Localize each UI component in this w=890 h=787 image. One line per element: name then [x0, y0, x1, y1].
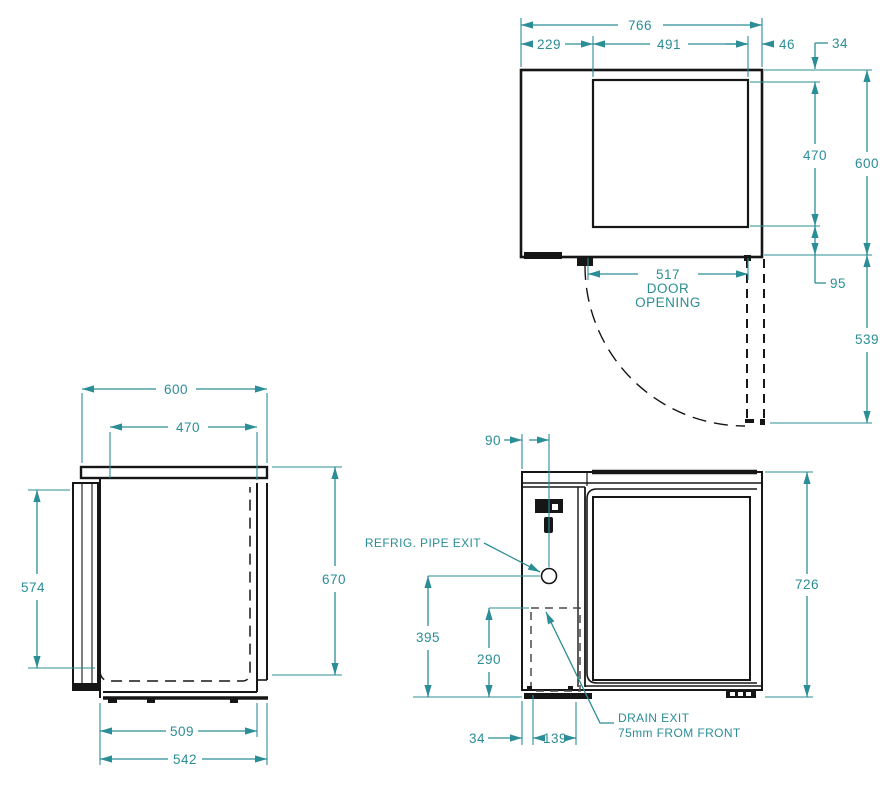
plan-cabinet-outline: [519, 68, 764, 259]
side-dim-670-label: 670: [322, 572, 346, 587]
plan-dim-470-label: 470: [803, 148, 827, 163]
side-dim-600-label: 600: [164, 382, 188, 397]
plan-dim-34-label: 34: [832, 36, 848, 51]
side-dim-overall-depth: 542: [100, 752, 267, 767]
plan-door-opening-word1: DOOR: [647, 281, 690, 296]
front-dim-395-label: 395: [416, 630, 440, 645]
plan-dim-right-section: 46: [726, 37, 795, 52]
plan-door-opening-word2: OPENING: [635, 295, 701, 310]
plan-dim-top-inset: 34: [811, 36, 848, 69]
side-door: [72, 482, 99, 691]
plan-dim-door-opening: 517 DOOR OPENING: [588, 267, 748, 310]
side-foot-3: [230, 699, 238, 703]
side-extension-lines: [28, 393, 342, 765]
plan-dim-interior-depth: 470: [803, 82, 827, 226]
front-door-panel: [592, 496, 751, 681]
plan-dim-600-label: 600: [855, 156, 879, 171]
front-drain-label-line2: 75mm FROM FRONT: [618, 726, 741, 740]
front-dim-90-label: 90: [485, 433, 501, 448]
side-dim-door-height: 574: [21, 490, 45, 668]
front-refrig-pipe-exit-hole: [540, 567, 558, 585]
side-foot-2: [147, 699, 155, 703]
front-view: 90 395 290 726 34 139: [365, 433, 819, 746]
side-dim-574-label: 574: [21, 580, 45, 595]
plan-door-swing-arc: [584, 265, 746, 427]
plan-dim-total-width: 766: [521, 18, 762, 33]
plan-extension-lines: [520, 18, 872, 424]
plan-dim-766-label: 766: [628, 18, 652, 33]
front-dim-139-label: 139: [543, 731, 567, 746]
side-view: 600 470 574 670 509 542: [21, 382, 346, 767]
plan-dim-539-label: 539: [855, 332, 879, 347]
front-power-switch-notch: [552, 504, 558, 510]
plan-latch-detail: [524, 252, 562, 259]
front-foot-bolt-2: [568, 686, 573, 690]
plan-hinge-detail: [577, 256, 593, 266]
plan-dim-front-inset: 95: [811, 226, 846, 291]
plan-door-opening-value: 517: [656, 267, 680, 282]
front-door-edge: [586, 488, 757, 684]
front-dim-pipe-height: 395: [416, 576, 440, 697]
plan-dim-95-label: 95: [830, 276, 846, 291]
side-dim-509-label: 509: [170, 724, 194, 739]
side-dim-542-label: 542: [173, 752, 197, 767]
front-dim-726-label: 726: [795, 577, 819, 592]
front-dim-height: 726: [795, 472, 819, 697]
front-dim-drain-height: 290: [477, 608, 501, 697]
plan-dim-depth: 600: [855, 70, 879, 255]
front-drain-hidden-area: [530, 607, 581, 692]
front-drain-callout: DRAIN EXIT 75mm FROM FRONT: [545, 611, 741, 740]
plan-dim-229-label: 229: [537, 37, 561, 52]
front-dim-drain-width: 139: [533, 731, 576, 746]
front-refrig-pipe-callout: REFRIG. PIPE EXIT: [365, 536, 541, 573]
front-refrig-pipe-label: REFRIG. PIPE EXIT: [365, 536, 481, 550]
side-dim-470-label: 470: [176, 420, 200, 435]
plan-open-door-end-detail2: [760, 419, 765, 425]
plan-view: 766 229 491 46 34 470: [519, 18, 879, 427]
plan-dim-46-label: 46: [779, 37, 795, 52]
plan-dim-491-label: 491: [657, 37, 681, 52]
side-foot-1: [108, 699, 117, 703]
side-lid: [79, 465, 269, 480]
side-dim-interior-depth: 470: [110, 420, 257, 435]
front-dim-drain-offset: 34: [469, 731, 522, 746]
plan-dim-left-section: 229: [521, 37, 593, 52]
front-base-left: [524, 693, 592, 699]
front-drain-label-line1: DRAIN EXIT: [618, 711, 690, 725]
side-dim-height: 670: [322, 467, 346, 675]
side-dim-base-depth: 509: [100, 724, 257, 739]
front-dim-34-label: 34: [469, 731, 485, 746]
front-extension-lines: [413, 434, 813, 745]
side-interior-hidden: [99, 487, 251, 682]
front-foot-bolt-1: [527, 686, 532, 690]
plan-dim-interior-width: 491: [593, 37, 748, 52]
side-door-bottom-cap: [74, 683, 98, 691]
plan-interior-outline: [591, 78, 750, 229]
front-dim-pipe-offset: 90: [485, 433, 549, 448]
side-dim-depth: 600: [82, 382, 267, 397]
plan-dim-door-swing: 539: [855, 255, 879, 423]
front-dim-290-label: 290: [477, 652, 501, 667]
plan-open-door-end-detail: [745, 419, 754, 423]
